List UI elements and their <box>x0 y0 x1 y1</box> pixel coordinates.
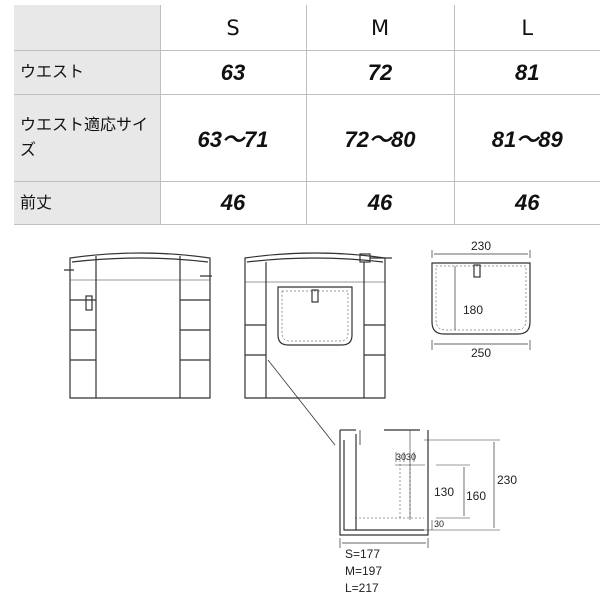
pocket-height: 180 <box>463 303 483 317</box>
cell-waist-s: 63 <box>160 50 307 95</box>
pocket-top-width: 230 <box>471 239 491 253</box>
cell-length-s: 46 <box>160 181 307 225</box>
pocket-dimension-drawing <box>431 250 531 350</box>
table-row: 前丈 46 46 46 <box>14 181 600 225</box>
header-size-m: M <box>306 5 455 51</box>
size-table: S M L ウエスト 63 72 81 ウエスト適応サイズ 63〜71 72〜8… <box>14 5 600 225</box>
detail-bottom-gap: 30 <box>434 519 444 529</box>
cell-length-l: 46 <box>454 181 600 225</box>
detail-width-a: 30 <box>396 452 406 462</box>
detail-width-b: 30 <box>406 452 416 462</box>
table-row: ウエスト 63 72 81 <box>14 50 600 95</box>
cell-fit-l: 81〜89 <box>454 94 600 182</box>
detail-height-mid: 160 <box>466 489 486 503</box>
size-note-l: L=217 <box>345 581 379 595</box>
header-size-s: S <box>160 5 307 51</box>
size-note-s: S=177 <box>345 547 380 561</box>
row-label-waist-fit: ウエスト適応サイズ <box>14 94 161 182</box>
pocket-bottom-width: 250 <box>471 346 491 360</box>
header-size-l: L <box>454 5 600 51</box>
cell-waist-l: 81 <box>454 50 600 95</box>
apron-front-view <box>244 252 392 446</box>
cell-length-m: 46 <box>306 181 455 225</box>
row-label-front-length: 前丈 <box>14 181 161 225</box>
size-note-m: M=197 <box>345 564 382 578</box>
cell-waist-m: 72 <box>306 50 455 95</box>
row-label-waist: ウエスト <box>14 50 161 95</box>
cell-fit-s: 63〜71 <box>160 94 307 182</box>
header-corner <box>14 5 161 51</box>
detail-height-total: 230 <box>497 473 517 487</box>
table-row: ウエスト適応サイズ 63〜71 72〜80 81〜89 <box>14 94 600 182</box>
header-row: S M L <box>14 5 600 51</box>
apron-back-view <box>64 252 212 399</box>
detail-height-inner: 130 <box>434 485 454 499</box>
cell-fit-m: 72〜80 <box>306 94 455 182</box>
detail-dimension-drawing <box>339 429 500 548</box>
